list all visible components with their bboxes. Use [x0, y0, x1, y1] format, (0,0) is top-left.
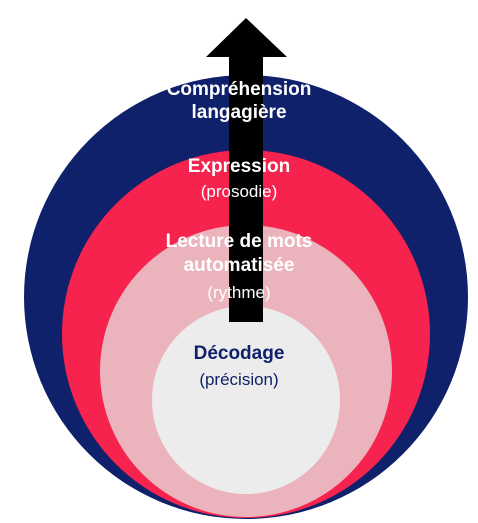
level-2-title: Expression	[187, 156, 291, 177]
level-1-title-line2: langagière	[191, 102, 287, 123]
level-4-subtitle: (précision)	[199, 370, 279, 389]
level-3-title-line1: Lecture de mots	[165, 231, 313, 252]
level-3-title-line2: automatisée	[183, 255, 295, 276]
level-2-subtitle: (prosodie)	[200, 182, 278, 201]
core-circle-decoding	[152, 306, 340, 494]
level-1-title-line1: Compréhension	[166, 79, 312, 100]
level-4-title: Décodage	[193, 343, 285, 364]
level-3-subtitle: (rythme)	[207, 283, 271, 302]
upward-arrow-icon	[206, 18, 287, 322]
